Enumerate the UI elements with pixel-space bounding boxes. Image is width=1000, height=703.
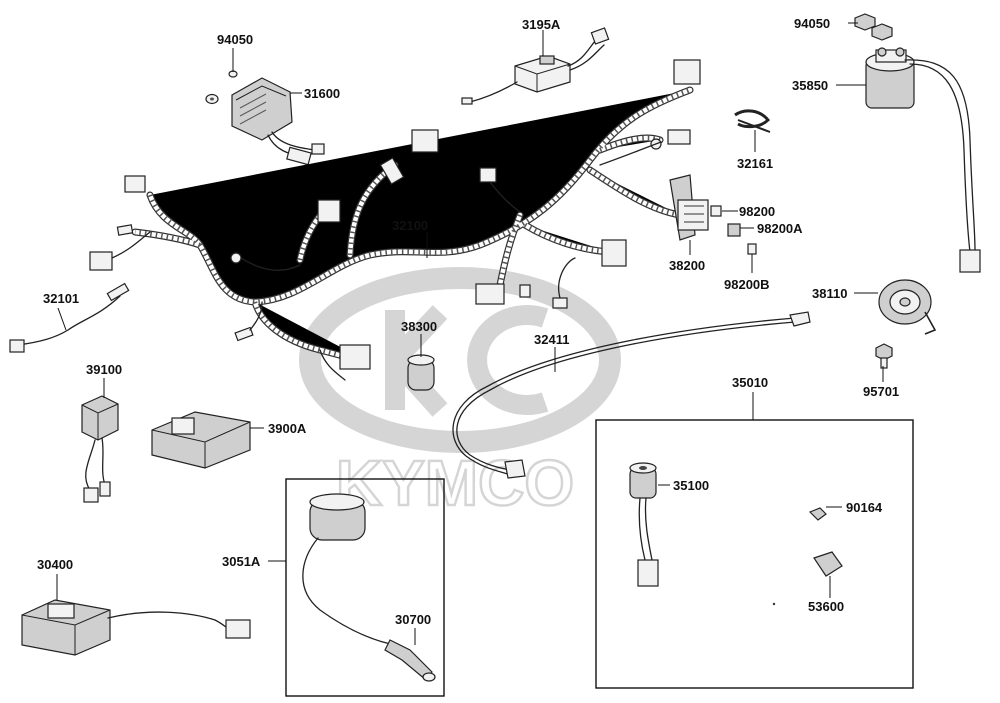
nut-94050-right-icon bbox=[854, 13, 893, 41]
label-3051A: 3051A bbox=[222, 554, 261, 569]
label-32161: 32161 bbox=[737, 156, 773, 171]
band-32161-icon bbox=[734, 109, 771, 133]
label-30400: 30400 bbox=[37, 557, 73, 572]
label-38110: 38110 bbox=[812, 286, 847, 301]
part-3900A-icon bbox=[151, 411, 251, 469]
nut-94050-left-icon bbox=[205, 70, 238, 105]
label-31600: 31600 bbox=[304, 86, 340, 101]
relay-3195A-icon bbox=[461, 27, 610, 105]
label-98200A: 98200A bbox=[757, 221, 803, 236]
kymco-watermark-text: KYMCO bbox=[336, 447, 574, 519]
ignition-switch-group-box bbox=[595, 419, 914, 689]
regulator-31600-icon bbox=[231, 77, 325, 166]
label-35010: 35010 bbox=[732, 375, 768, 390]
sub-harness-32101-icon bbox=[9, 282, 130, 353]
label-39100: 39100 bbox=[86, 362, 122, 377]
label-3900A: 3900A bbox=[268, 421, 307, 436]
label-35850: 35850 bbox=[792, 78, 828, 93]
label-95701: 95701 bbox=[863, 384, 899, 399]
ignition-switch-35100-icon bbox=[629, 462, 659, 587]
spark-plug-cap-30700-icon bbox=[384, 639, 436, 682]
fuse-98200A-icon bbox=[727, 223, 741, 237]
screw-90164-icon bbox=[808, 507, 827, 521]
part-39100-icon bbox=[81, 395, 119, 503]
small-dot bbox=[772, 602, 776, 606]
label-98200: 98200 bbox=[739, 204, 775, 219]
part-30400-icon bbox=[21, 599, 251, 656]
ignition-coil-group-box bbox=[285, 478, 445, 697]
label-32411: 32411 bbox=[534, 332, 569, 347]
label-53600: 53600 bbox=[808, 599, 844, 614]
part-53600-icon bbox=[813, 551, 843, 577]
kymco-watermark-logo: KYMCO bbox=[299, 267, 621, 520]
label-38300: 38300 bbox=[401, 319, 437, 334]
label-32100: 32100 bbox=[392, 218, 428, 233]
bolt-95701-icon bbox=[875, 343, 893, 369]
label-3195A: 3195A bbox=[522, 17, 561, 32]
label-98200B: 98200B bbox=[724, 277, 770, 292]
label-30700: 30700 bbox=[395, 612, 431, 627]
part-38300-icon bbox=[407, 354, 435, 391]
fuse-box-38200-icon bbox=[669, 174, 709, 241]
label-35100: 35100 bbox=[673, 478, 709, 493]
label-32101: 32101 bbox=[43, 291, 79, 306]
cable-32411-icon bbox=[452, 311, 811, 479]
label-94050-left: 94050 bbox=[217, 32, 253, 47]
leader-lines bbox=[56, 22, 884, 645]
label-94050-right: 94050 bbox=[794, 16, 830, 31]
main-harness-32100-icon bbox=[89, 59, 701, 381]
label-90164: 90164 bbox=[846, 500, 883, 515]
ignition-coil-3051A-icon bbox=[302, 493, 396, 646]
fuse-98200B-icon bbox=[747, 243, 757, 255]
horn-38110-icon bbox=[878, 279, 937, 335]
fuse-98200-icon bbox=[710, 205, 722, 217]
starter-relay-35850-icon bbox=[865, 47, 981, 273]
label-38200: 38200 bbox=[669, 258, 705, 273]
